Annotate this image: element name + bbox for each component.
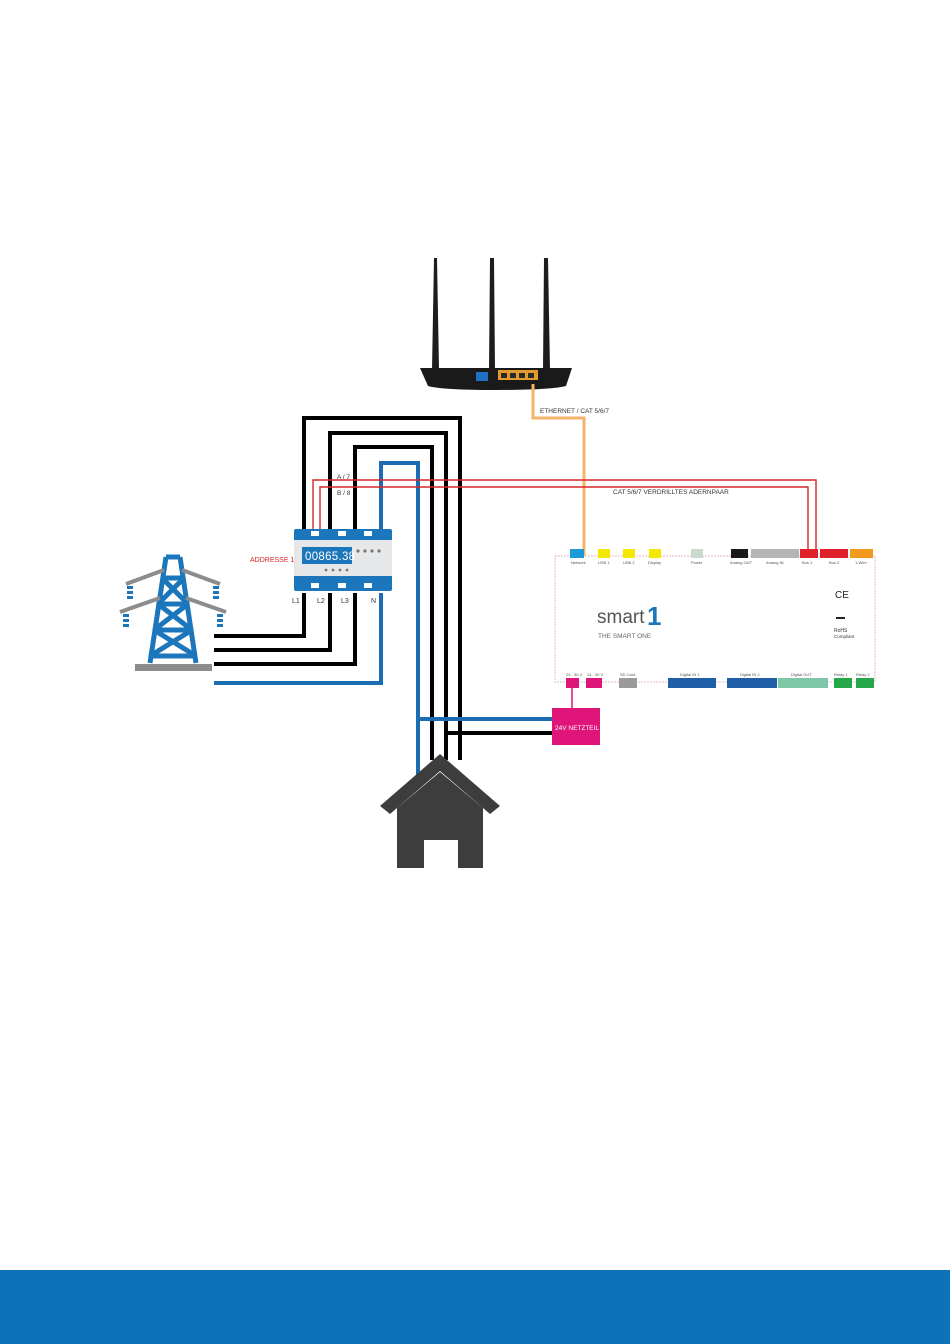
ce-mark: CE — [835, 590, 849, 601]
port-relay1: Relay 1 — [834, 672, 848, 677]
port-bus2: Bus 2 — [829, 560, 840, 565]
phase-l3-label: L3 — [341, 598, 349, 605]
bus-twisted-pair — [312, 479, 817, 552]
port-analog-out: Analog OUT — [730, 560, 753, 565]
port-relay2: Relay 2 — [856, 672, 870, 677]
router-icon — [420, 258, 572, 390]
b-line-label: B / 8 — [337, 490, 351, 497]
power-pylon-icon — [119, 554, 227, 671]
port-sd-card: SD Card — [620, 672, 635, 677]
smart-one-controller: smart 1 THE SMART ONE CE RoHS Compliant … — [554, 549, 876, 688]
meter-display: 00865.38 — [305, 551, 355, 563]
port-network: Network — [571, 560, 586, 565]
a-line-label: A / 7 — [337, 474, 350, 481]
port-bus1: Bus 1 — [802, 560, 813, 565]
phase-l2-label: L2 — [317, 598, 325, 605]
compliant-text: Compliant — [834, 634, 855, 639]
twisted-pair-label: CAT 5/6/7 VERDRILLTES ADERNPAAR — [613, 489, 729, 496]
address-label: ADDRESSE 1 — [250, 557, 294, 564]
port-power: Power — [691, 560, 703, 565]
port-digital-in1: Digital IN 1 — [680, 672, 700, 677]
phase-l1-label: L1 — [292, 598, 300, 605]
port-usb1: USB 1 — [598, 560, 610, 565]
house-icon — [380, 754, 500, 868]
power-supply-label: 24V NETZTEIL — [555, 725, 599, 732]
port-24v-b: 24 - 30 V — [587, 672, 604, 677]
controller-brand-number: 1 — [647, 601, 661, 631]
port-digital-in2: Digital IN 2 — [740, 672, 760, 677]
controller-brand: smart — [597, 607, 645, 628]
port-display: Display — [648, 560, 661, 565]
port-digital-out: Digital OUT — [791, 672, 812, 677]
blue-neutral-cable — [214, 461, 552, 785]
wiring-diagram: ETHERNET / CAT 5/6/7 CAT 5/6/7 VERDRILLT… — [119, 258, 876, 868]
rohs-text: RoHS — [834, 628, 848, 634]
footer-bar — [0, 1270, 950, 1344]
port-usb2: USB 2 — [623, 560, 635, 565]
neutral-label: N — [371, 598, 376, 605]
black-phase-cables — [214, 416, 552, 760]
port-24v-a: 24 - 30 V — [566, 672, 583, 677]
power-supply-unit — [552, 682, 600, 745]
controller-tagline: THE SMART ONE — [598, 633, 652, 640]
port-analog-in: Analog IN — [766, 560, 784, 565]
energy-meter-icon: 00865.38 — [294, 529, 392, 591]
ethernet-label: ETHERNET / CAT 5/6/7 — [540, 408, 609, 415]
port-1wire: 1-Wire — [855, 560, 868, 565]
